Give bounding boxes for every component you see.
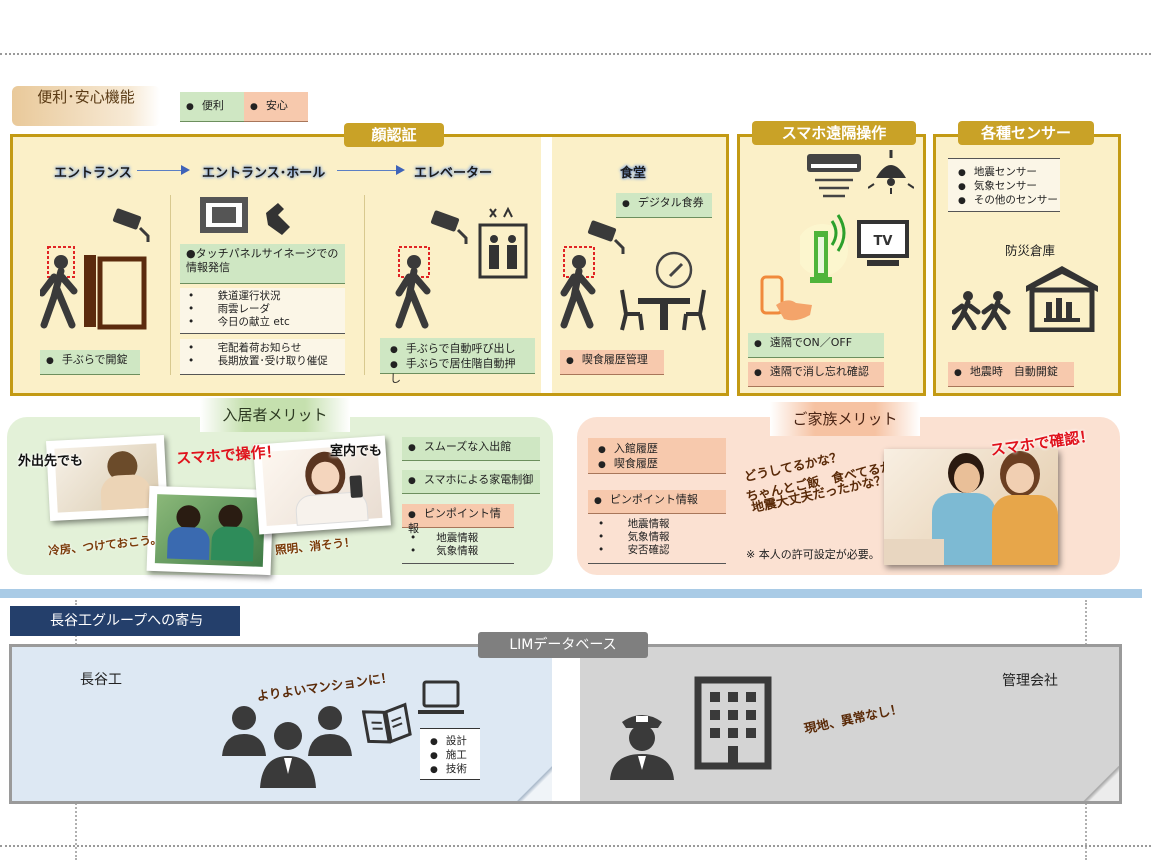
- history-item: 入館履歴: [598, 442, 716, 457]
- guide-line: [0, 845, 1151, 847]
- group-contribution-title: 長谷工グループへの寄与: [10, 606, 240, 636]
- column-divider: [170, 195, 171, 375]
- column-divider: [364, 195, 365, 375]
- legend: 便利 安心: [180, 92, 308, 122]
- photo-kids: [146, 485, 274, 576]
- delivery-list: • 宅配着荷お知らせ • 長期放置･受け取り催促: [180, 339, 345, 375]
- face-recognition-title: 顔認証: [344, 123, 444, 147]
- warehouse-icon: [1026, 266, 1098, 332]
- delivery-item: • 宅配着荷お知らせ: [188, 342, 302, 354]
- stage-entrance-hall: エントランス･ホール: [202, 166, 326, 181]
- security-guard-icon: [610, 715, 674, 780]
- camera-icon: [112, 208, 150, 242]
- permission-note: ※ 本人の許可設定が必要。: [746, 548, 880, 561]
- elevator-tags: 手ぶらで自動呼び出し 手ぶらで居住階自動押し: [380, 338, 535, 385]
- stage-elevator: エレベーター: [414, 166, 493, 181]
- smartphone-tap-icon: [760, 275, 812, 321]
- history-item: 喫食履歴: [598, 457, 716, 472]
- tag-signage: ●タッチパネルサイネージでの情報発信: [180, 244, 345, 284]
- tag-smooth-entry: スムーズな入出館: [402, 437, 540, 461]
- tag-appliance-control: スマホによる家電制御: [402, 470, 540, 494]
- resident-merit-title: 入居者メリット: [200, 398, 350, 432]
- tag-history: 入館履歴 喫食履歴: [588, 438, 726, 474]
- notebook-icon: [362, 702, 412, 744]
- tv-label: TV: [874, 234, 893, 249]
- person-walking-icon: [560, 246, 596, 329]
- stage-cafeteria: 食堂: [620, 166, 647, 181]
- family-pinpoint-item: • 地震情報: [598, 518, 670, 530]
- outside-label: 外出先でも: [18, 454, 84, 469]
- family-pinpoint-item: • 安否確認: [598, 544, 670, 556]
- running-people-icon: [952, 291, 1011, 330]
- delivery-item: • 長期放置･受け取り催促: [188, 355, 328, 367]
- legend-safety: 安心: [244, 92, 308, 122]
- tv-icon: TV: [857, 220, 909, 266]
- tag-remote-onoff: 遠隔でON／OFF: [748, 333, 884, 358]
- haseko-label: 長谷工: [80, 672, 122, 688]
- remote-control-title: スマホ遠隔操作: [752, 121, 916, 145]
- mgmt-fold: [1082, 766, 1119, 801]
- sensor-item: その他のセンサー: [958, 194, 1060, 208]
- database-label: LIMデータベース: [478, 632, 648, 658]
- family-pinpoint-list: • 地震情報 • 気象情報 • 安否確認: [588, 516, 726, 564]
- person-walking-door-icon: [40, 246, 147, 330]
- camera-icon: [587, 220, 625, 254]
- signage-item: • 雨雲レーダ: [188, 303, 271, 315]
- haseko-fold: [516, 766, 552, 801]
- elevator-item: 手ぶらで自動呼び出し: [390, 342, 525, 357]
- guide-line: [0, 53, 1151, 55]
- family-pinpoint-item: • 気象情報: [598, 531, 670, 543]
- touch-signage-icon: [200, 197, 290, 235]
- tag-handsfree-unlock: 手ぶらで開錠: [40, 350, 140, 375]
- person-walking-icon: [395, 246, 431, 329]
- legend-convenience: 便利: [180, 92, 244, 122]
- tag-meal-history: 喫食履歴管理: [560, 350, 664, 375]
- pinpoint-item: • 気象情報: [410, 545, 479, 557]
- signage-item: • 今日の献立 etc: [188, 316, 290, 328]
- design-item: 技術: [430, 763, 480, 777]
- camera-icon: [430, 210, 468, 244]
- elevator-icon: [478, 206, 528, 279]
- design-list: 設計 施工 技術: [420, 728, 480, 780]
- design-item: 設計: [430, 735, 480, 749]
- dining-table-icon: [620, 251, 706, 331]
- ceiling-light-icon: [868, 150, 914, 194]
- tag-digital-meal-ticket: デジタル食券: [616, 193, 712, 218]
- team-people-icon: [222, 706, 352, 788]
- section-label-convenience-safety: 便利･安心機能: [12, 86, 160, 126]
- indoor-label: 室内でも: [330, 444, 383, 459]
- office-building-icon: [694, 676, 772, 770]
- family-merit-title: ご家族メリット: [770, 402, 920, 436]
- sensor-item: 地震センサー: [958, 166, 1060, 180]
- warehouse-label: 防災倉庫: [1005, 243, 1056, 258]
- section-divider: [0, 589, 1142, 598]
- sensor-list: 地震センサー 気象センサー その他のセンサー: [948, 158, 1060, 212]
- section-label-text: 便利･安心機能: [37, 88, 135, 106]
- arrow-1: [137, 165, 190, 175]
- sensor-item: 気象センサー: [958, 180, 1060, 194]
- cafeteria-divider: [541, 137, 552, 393]
- signage-item: • 鉄道運行状況: [188, 290, 281, 302]
- laptop-icon: [418, 680, 464, 714]
- tag-pinpoint-info: ピンポイント情報: [402, 504, 514, 535]
- elevator-item: 手ぶらで居住階自動押し: [390, 357, 525, 385]
- management-company-label: 管理会社: [1002, 673, 1058, 689]
- signage-list: • 鉄道運行状況 • 雨雲レーダ • 今日の献立 etc: [180, 288, 345, 334]
- pinpoint-list: • 地震情報 • 気象情報: [402, 530, 514, 564]
- sensors-title: 各種センサー: [958, 121, 1094, 145]
- pinpoint-item: • 地震情報: [410, 532, 479, 544]
- arrow-2: [337, 165, 405, 175]
- design-item: 施工: [430, 749, 480, 763]
- router-icon: [800, 214, 848, 283]
- photo-couple: [884, 449, 1058, 565]
- tag-remote-check: 遠隔で消し忘れ確認: [748, 362, 884, 387]
- tag-family-pinpoint: ピンポイント情報: [588, 490, 726, 514]
- stage-entrance: エントランス: [54, 166, 132, 181]
- tag-earthquake-unlock: 地震時 自動開錠: [948, 362, 1074, 387]
- air-conditioner-icon: [807, 154, 861, 198]
